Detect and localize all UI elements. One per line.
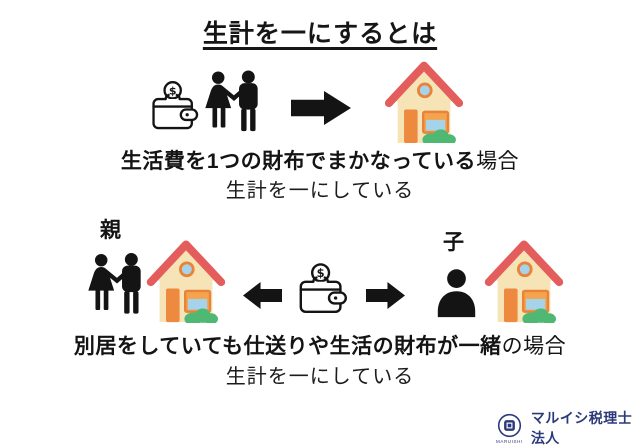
section2-caption-emphasis: 別居をしていても仕送りや生活の財布が一緒 bbox=[73, 335, 502, 358]
couple-icon bbox=[201, 64, 267, 138]
section1-conclusion: 生計を一にしている bbox=[225, 180, 415, 202]
child-label: 子 bbox=[443, 231, 464, 254]
house-icon bbox=[384, 60, 464, 143]
title-row: 生計を一にするとは bbox=[0, 14, 640, 50]
wallet-icon bbox=[293, 256, 353, 322]
section2-caption: 別居をしていても仕送りや生活の財布が一緒の場合 bbox=[0, 330, 640, 360]
logo-subtext: MARUISHI bbox=[496, 438, 523, 444]
section1-caption-rest: 場合 bbox=[476, 150, 520, 173]
section1-caption: 生活費を1つの財布でまかなっている場合 bbox=[0, 145, 640, 175]
house-icon bbox=[146, 238, 226, 323]
company-logo: MARUISHI マルイシ税理士法人 bbox=[496, 408, 640, 448]
house-icon bbox=[484, 238, 564, 323]
parent-label: 親 bbox=[100, 219, 121, 242]
company-name: マルイシ税理士法人 bbox=[530, 412, 633, 447]
section2-caption-rest: の場合 bbox=[501, 335, 567, 358]
arrow-right-icon bbox=[366, 282, 405, 309]
person-icon bbox=[429, 259, 484, 323]
couple-icon bbox=[84, 245, 150, 322]
section1-caption-emphasis: 生活費を1つの財布でまかなっている bbox=[120, 150, 477, 173]
wallet-icon bbox=[146, 75, 204, 137]
arrow-left-icon bbox=[243, 282, 282, 309]
section2-conclusion: 生計を一にしている bbox=[225, 366, 415, 388]
arrow-right-icon bbox=[291, 91, 351, 125]
company-logo-mark: MARUISHI bbox=[496, 413, 523, 444]
page-title: 生計を一にするとは bbox=[202, 20, 438, 48]
